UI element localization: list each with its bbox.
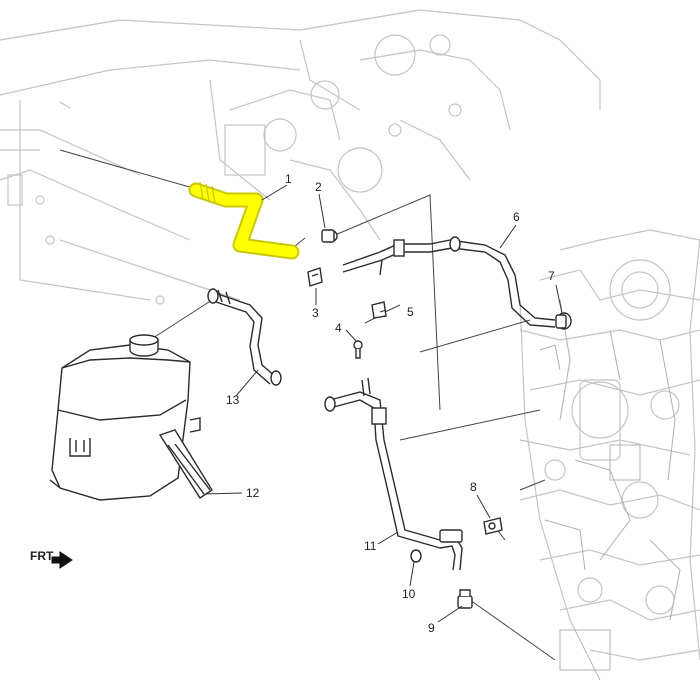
coolant-pipe-part-11[interactable]	[324, 377, 463, 571]
front-direction-indicator: FRT	[30, 549, 73, 569]
hose-clamp-part-9[interactable]	[457, 589, 473, 609]
heater-hose-upper[interactable]	[342, 236, 556, 328]
callout-8: 8	[470, 480, 477, 494]
callout-7: 7	[548, 269, 555, 283]
clip-part-3[interactable]	[307, 267, 323, 287]
hose-part-13[interactable]	[207, 288, 282, 386]
callout-9: 9	[428, 621, 435, 635]
engine-block-background	[519, 229, 700, 681]
heater-hose-highlighted[interactable]	[188, 181, 300, 260]
callout-11: 11	[364, 539, 377, 553]
coolant-reservoir-part-12[interactable]	[49, 334, 213, 501]
callout-leaders	[204, 184, 563, 623]
hose-clamp-part-7[interactable]	[555, 312, 572, 330]
front-label: FRT	[30, 549, 54, 563]
callout-6: 6	[513, 210, 520, 224]
callout-numbers: 1 2 3 4 5 6 7 8 9 10 11 12 13	[226, 172, 555, 635]
nut-part-10[interactable]	[410, 549, 422, 563]
callout-10: 10	[402, 587, 416, 601]
callout-13: 13	[226, 393, 240, 407]
callout-3: 3	[312, 306, 319, 320]
callout-5: 5	[407, 305, 414, 319]
callout-1: 1	[285, 172, 292, 186]
callout-4: 4	[335, 321, 342, 335]
bracket-part-5[interactable]	[371, 301, 387, 319]
callout-2: 2	[315, 180, 322, 194]
hose-clamp-part-2[interactable]	[321, 229, 338, 243]
bolt-part-4[interactable]	[353, 340, 363, 359]
firewall-background	[0, 9, 601, 305]
fitting-part-8[interactable]	[483, 517, 503, 535]
callout-12: 12	[246, 486, 260, 500]
